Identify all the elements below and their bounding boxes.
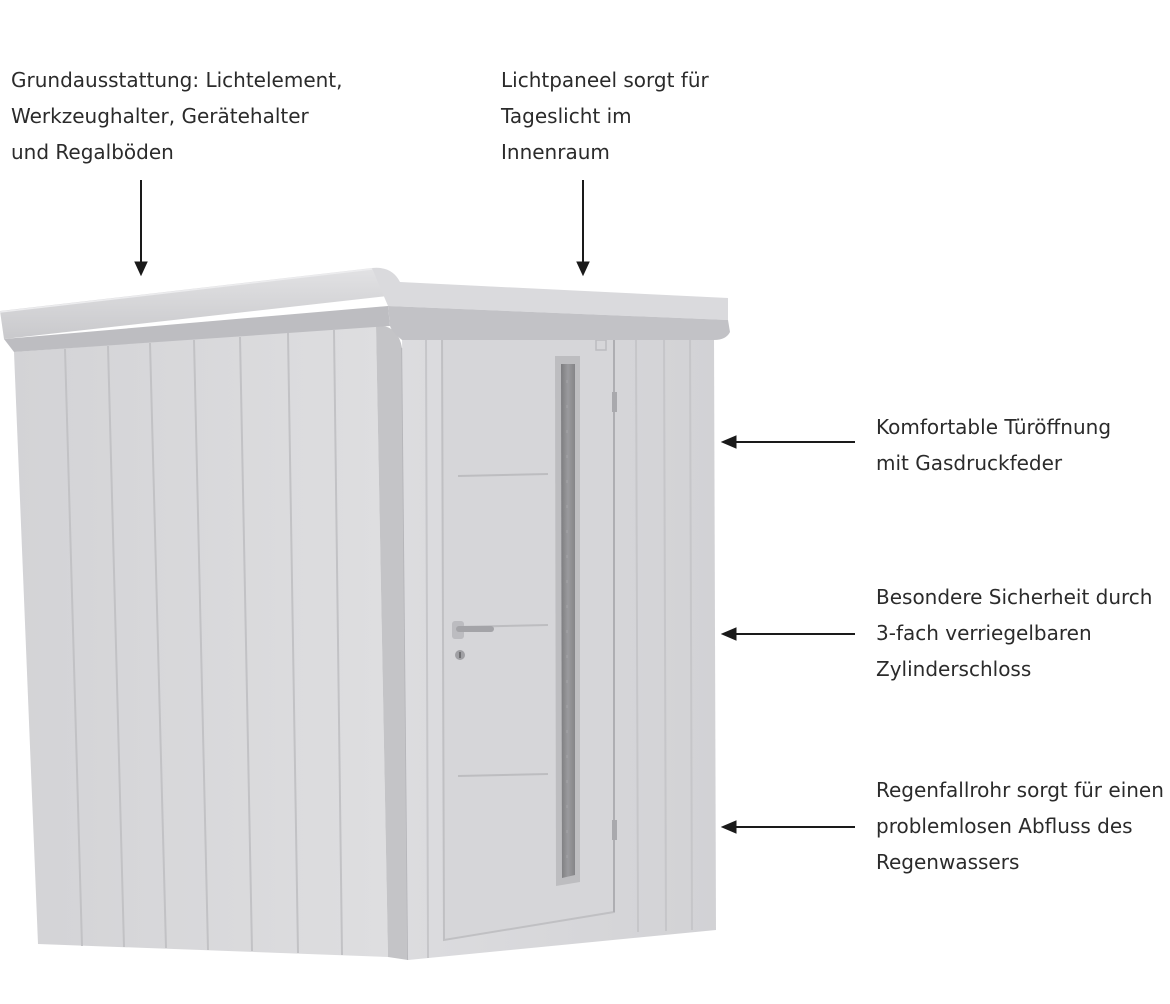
annotation-line: Regenwassers bbox=[876, 850, 1020, 874]
annotation-line: Regenfallrohr sorgt für einen bbox=[876, 778, 1164, 802]
arrow-icon bbox=[134, 180, 148, 277]
lock-cylinder-icon bbox=[455, 650, 465, 660]
annotation-line: Lichtpaneel sorgt für bbox=[501, 68, 709, 92]
arrow-icon bbox=[720, 820, 855, 834]
annotation-downpipe: Regenfallrohr sorgt für einen problemlos… bbox=[876, 772, 1164, 880]
door-handle-icon bbox=[452, 621, 494, 639]
arrow-icon bbox=[720, 627, 855, 641]
annotation-line: Besondere Sicherheit durch bbox=[876, 585, 1153, 609]
arrow-icon bbox=[720, 435, 855, 449]
shed-roof bbox=[0, 267, 730, 352]
annotation-line: mit Gasdruckfeder bbox=[876, 451, 1063, 475]
annotation-line: Tageslicht im bbox=[501, 104, 632, 128]
annotation-basic-equipment: Grundausstattung: Lichtelement, Werkzeug… bbox=[11, 62, 343, 170]
door-hinge-top bbox=[612, 392, 617, 412]
shed-side-wall bbox=[14, 326, 388, 957]
arrow-icon bbox=[576, 180, 590, 277]
annotation-line: 3-fach verriegelbaren bbox=[876, 621, 1092, 645]
annotation-door-opening: Komfortable Türöffnung mit Gasdruckfeder bbox=[876, 409, 1111, 481]
annotation-line: Werkzeughalter, Gerätehalter bbox=[11, 104, 309, 128]
annotation-line: Grundausstattung: Lichtelement, bbox=[11, 68, 343, 92]
annotation-line: und Regalböden bbox=[11, 140, 174, 164]
shed-door bbox=[440, 329, 617, 942]
annotation-line: Zylinderschloss bbox=[876, 657, 1032, 681]
annotation-light-panel: Lichtpaneel sorgt für Tageslicht im Inne… bbox=[501, 62, 709, 170]
annotation-line: Komfortable Türöffnung bbox=[876, 415, 1112, 439]
annotation-line: problemlosen Abfluss des bbox=[876, 814, 1133, 838]
door-hinge-bottom bbox=[612, 820, 617, 840]
annotation-line: Innenraum bbox=[501, 140, 610, 164]
annotation-security-lock: Besondere Sicherheit durch 3-fach verrie… bbox=[876, 579, 1152, 687]
door-light-panel bbox=[555, 356, 580, 886]
shed-corner-post bbox=[376, 325, 409, 961]
